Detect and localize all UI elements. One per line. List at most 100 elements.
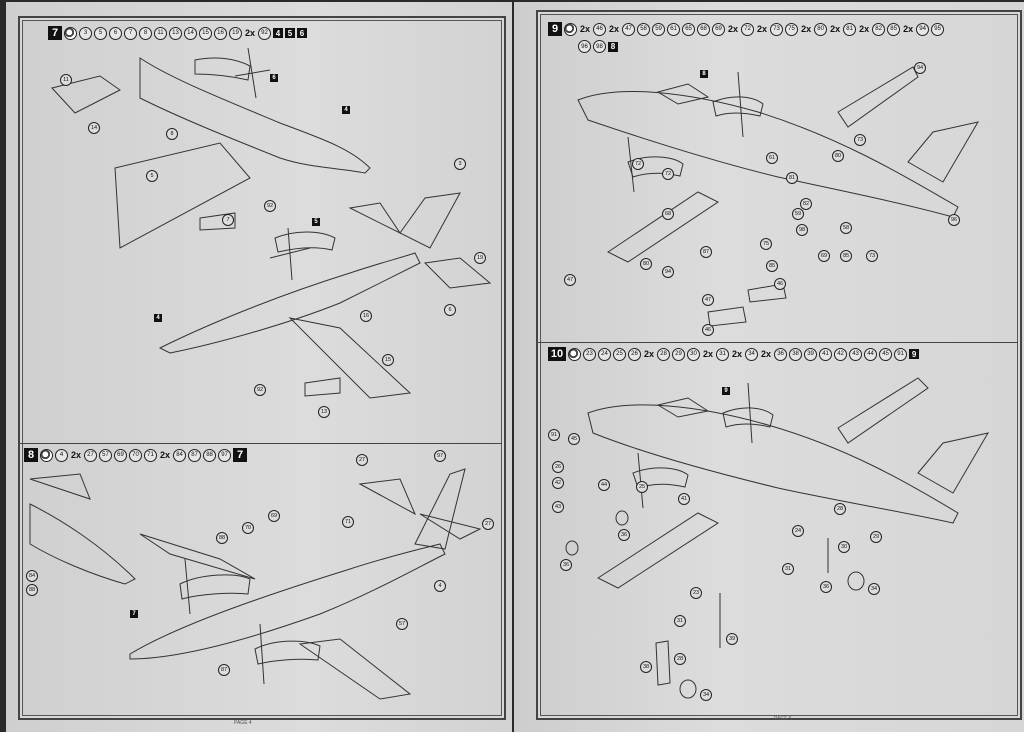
propeller-blade [737,71,744,138]
part-number: 72 [741,22,755,36]
engine-nacelle [179,574,251,600]
part-number: 82 [872,22,886,36]
subassembly-ref: 8 [700,70,708,78]
quantity-label: 2x [728,24,739,34]
propeller-blade [234,69,271,77]
part-number: 41 [819,347,833,361]
part-number: 38 [789,347,803,361]
part-callout: 28 [834,503,846,515]
part-number: 25 [613,347,626,361]
quantity-label: 2x [644,349,655,359]
part-number: 95 [931,22,945,36]
part-callout: 13 [318,406,330,418]
part-callout: 42 [552,477,564,489]
glue-icon [568,347,581,361]
part-callout: 26 [552,461,564,473]
part-callout: 43 [552,501,564,513]
part-number: 61 [667,22,681,36]
part-number: 42 [834,347,848,361]
part-callout: 59 [792,208,804,220]
wheel-drawing [679,679,697,699]
quantity-label: 2x [757,24,768,34]
part-callout: 34 [700,689,712,701]
engine-nacelle [722,407,774,428]
part-callout: 71 [342,516,354,528]
propeller-blade [627,136,635,193]
step-8-drawing [29,468,482,700]
wing-part-2 [288,317,412,399]
part-number: 15 [199,26,212,40]
part-callout: 6 [444,304,456,316]
part-number: 96 [578,40,591,53]
part-callout: 30 [838,541,850,553]
subassembly-ref: 4 [154,314,162,322]
tail-part [51,75,121,114]
vertical-tail [917,432,990,494]
fuselage-outline-3 [129,543,446,660]
subassembly-ref: 4 [273,28,284,38]
part-callout: 85 [766,260,778,272]
subassembly-ref: 6 [297,28,308,38]
part-number: 27 [84,448,98,462]
part-number: 91 [894,347,908,361]
quantity-label: 2x [703,349,714,359]
wheel-well-part-2 [304,377,341,397]
fuselage-outline [139,57,371,174]
wheel-drawing [847,571,865,591]
subassembly-ref: 6 [270,74,278,82]
part-callout: 85 [840,250,852,262]
nose-detail [29,503,136,585]
part-callout: 94 [662,266,674,278]
part-number: 3 [79,26,92,40]
wing-part [114,142,251,249]
part-callout: 98 [796,224,808,236]
part-number: 7 [124,26,137,40]
part-callout: 31 [674,615,686,627]
part-number: 29 [672,347,686,361]
stabilizer-part [423,257,492,289]
propeller-blade [269,247,311,259]
part-callout: 44 [598,479,610,491]
part-number: 68 [697,22,711,36]
part-callout: 19 [474,252,486,264]
part-number: 26 [628,347,641,361]
part-callout: 31 [782,563,794,575]
part-number: 19 [229,26,242,40]
propeller-blade [184,558,191,615]
step-9-drawing [577,66,980,327]
wing-right [837,66,919,128]
part-callout: 68 [662,208,674,220]
part-callout: 80 [640,258,652,270]
part-number: 14 [184,26,197,40]
gear-door [655,640,671,686]
part-callout: 69 [818,250,830,262]
part-callout: 57 [396,618,408,630]
step-8: 8 4 2x 27 57 69 70 71 2x 84 87 88 97 7 [20,443,502,716]
step-10-header: 10 23 24 25 26 2x 28 29 30 2x 31 2x 34 2… [548,347,920,361]
part-number: 65 [682,22,696,36]
part-callout: 5 [146,170,158,182]
subassembly-ref: 5 [285,28,296,38]
subassembly-ref: 9 [909,349,920,359]
instruction-page-right: 9 2x 46 2x 47 58 59 61 65 68 69 2x 72 2x… [514,2,1024,732]
part-callout: 82 [800,198,812,210]
part-number: 73 [770,22,784,36]
quantity-label: 2x [830,24,841,34]
propeller-blade [637,452,644,509]
quantity-label: 2x [801,24,812,34]
cockpit-canopy [656,83,710,105]
glue-icon [40,448,53,462]
horizontal-tail-2 [419,513,482,540]
propeller-blade [747,382,753,444]
part-number: 16 [214,26,227,40]
step-9-header: 9 2x 46 2x 47 58 59 61 65 68 69 2x 72 2x… [548,22,978,53]
part-number: 34 [745,347,759,361]
wing-left [139,533,256,580]
part-number: 81 [843,22,857,36]
part-number: 69 [712,22,726,36]
part-number: 69 [114,448,128,462]
part-callout: 97 [434,450,446,462]
part-number: 31 [716,347,730,361]
part-number: 8 [139,26,152,40]
wing-right [837,377,929,444]
